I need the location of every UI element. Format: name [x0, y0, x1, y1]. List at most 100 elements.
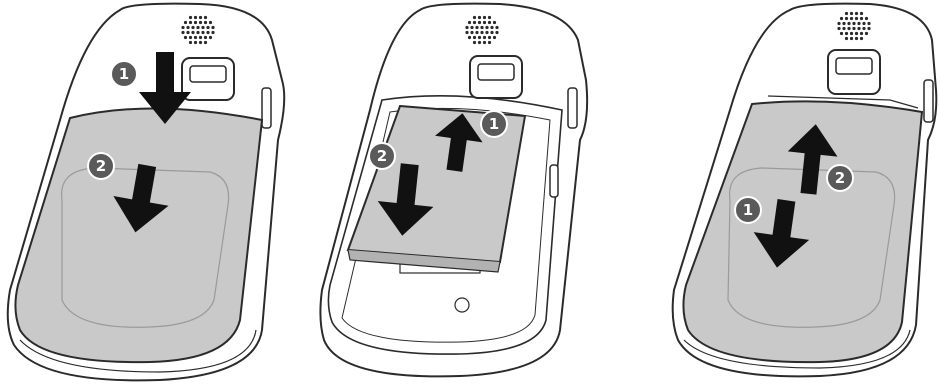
grille-dot — [493, 21, 496, 24]
grille-dot — [199, 41, 202, 44]
grille-dot — [860, 12, 863, 15]
grille-dot — [209, 36, 212, 39]
grille-dot — [857, 22, 860, 25]
side-button — [568, 88, 577, 128]
grille-dot — [867, 27, 870, 30]
panel-remove-back-cover: 1 2 — [0, 0, 300, 385]
grille-dot — [191, 31, 194, 34]
grille-dot — [199, 21, 202, 24]
grille-dot — [845, 32, 848, 35]
grille-dot — [206, 31, 209, 34]
grille-dot — [488, 16, 491, 19]
grille-dot — [465, 31, 468, 34]
grille-dot — [488, 36, 491, 39]
grille-dot — [840, 17, 843, 20]
grille-dot — [860, 37, 863, 40]
grille-dot — [204, 41, 207, 44]
grille-dot — [189, 41, 192, 44]
grille-dot — [206, 26, 209, 29]
step-badge: 1 — [481, 111, 507, 137]
grille-dot — [845, 37, 848, 40]
grille-dot — [470, 31, 473, 34]
grille-dot — [867, 22, 870, 25]
grille-dot — [485, 26, 488, 29]
grille-dot — [211, 31, 214, 34]
grille-dot — [483, 36, 486, 39]
grille-dot — [186, 26, 189, 29]
grille-dot — [194, 36, 197, 39]
grille-dot — [483, 16, 486, 19]
grille-dot — [850, 12, 853, 15]
grille-dot — [845, 12, 848, 15]
step-number: 1 — [489, 115, 499, 133]
step-number: 1 — [743, 201, 753, 219]
grille-dot — [847, 22, 850, 25]
grille-dot — [493, 36, 496, 39]
grille-dot — [852, 22, 855, 25]
side-button — [924, 80, 933, 122]
grille-dot — [483, 41, 486, 44]
grille-dot — [837, 27, 840, 30]
grille-dot — [475, 31, 478, 34]
grille-dot — [852, 27, 855, 30]
camera-lens — [478, 64, 514, 80]
grille-dot — [495, 26, 498, 29]
grille-dot — [465, 26, 468, 29]
grille-dot — [196, 26, 199, 29]
grille-dot — [194, 41, 197, 44]
grille-dot — [488, 21, 491, 24]
phone-illustration: 1 2 — [0, 0, 300, 385]
grille-dot — [855, 17, 858, 20]
grille-dot — [181, 26, 184, 29]
grille-dot — [196, 31, 199, 34]
phone-illustration: 1 2 — [310, 0, 610, 385]
grille-dot — [478, 16, 481, 19]
grille-dot — [840, 32, 843, 35]
grille-dot — [860, 17, 863, 20]
grille-dot — [473, 41, 476, 44]
grille-dot — [845, 17, 848, 20]
phone-illustration: 1 2 — [640, 0, 940, 385]
grille-dot — [495, 31, 498, 34]
grille-dot — [189, 36, 192, 39]
panel-replace-back-cover: 1 2 — [640, 0, 940, 385]
grille-dot — [488, 41, 491, 44]
grille-dot — [850, 17, 853, 20]
grille-dot — [184, 21, 187, 24]
grille-dot — [475, 26, 478, 29]
grille-dot — [211, 26, 214, 29]
grille-dot — [191, 26, 194, 29]
step-badge: 2 — [827, 165, 853, 191]
grille-dot — [473, 21, 476, 24]
grille-dot — [480, 26, 483, 29]
grille-dot — [194, 21, 197, 24]
step-number: 2 — [96, 157, 106, 175]
grille-dot — [209, 21, 212, 24]
panel-insert-battery: 1 2 — [310, 0, 610, 385]
grille-dot — [865, 32, 868, 35]
side-button — [550, 165, 558, 197]
grille-dot — [485, 31, 488, 34]
step-badge: 1 — [111, 61, 137, 87]
camera-lens — [836, 58, 872, 74]
grille-dot — [201, 26, 204, 29]
grille-dot — [194, 16, 197, 19]
grille-dot — [478, 36, 481, 39]
grille-dot — [855, 32, 858, 35]
grille-dot — [480, 31, 483, 34]
grille-dot — [837, 22, 840, 25]
grille-dot — [857, 27, 860, 30]
camera-lens — [190, 66, 226, 82]
grille-dot — [862, 27, 865, 30]
grille-dot — [468, 21, 471, 24]
grille-dot — [842, 27, 845, 30]
grille-dot — [860, 32, 863, 35]
grille-dot — [201, 31, 204, 34]
step-number: 2 — [835, 169, 845, 187]
grille-dot — [862, 22, 865, 25]
step-badge: 1 — [735, 197, 761, 223]
grille-dot — [850, 32, 853, 35]
grille-dot — [842, 22, 845, 25]
grille-dot — [847, 27, 850, 30]
grille-dot — [204, 36, 207, 39]
